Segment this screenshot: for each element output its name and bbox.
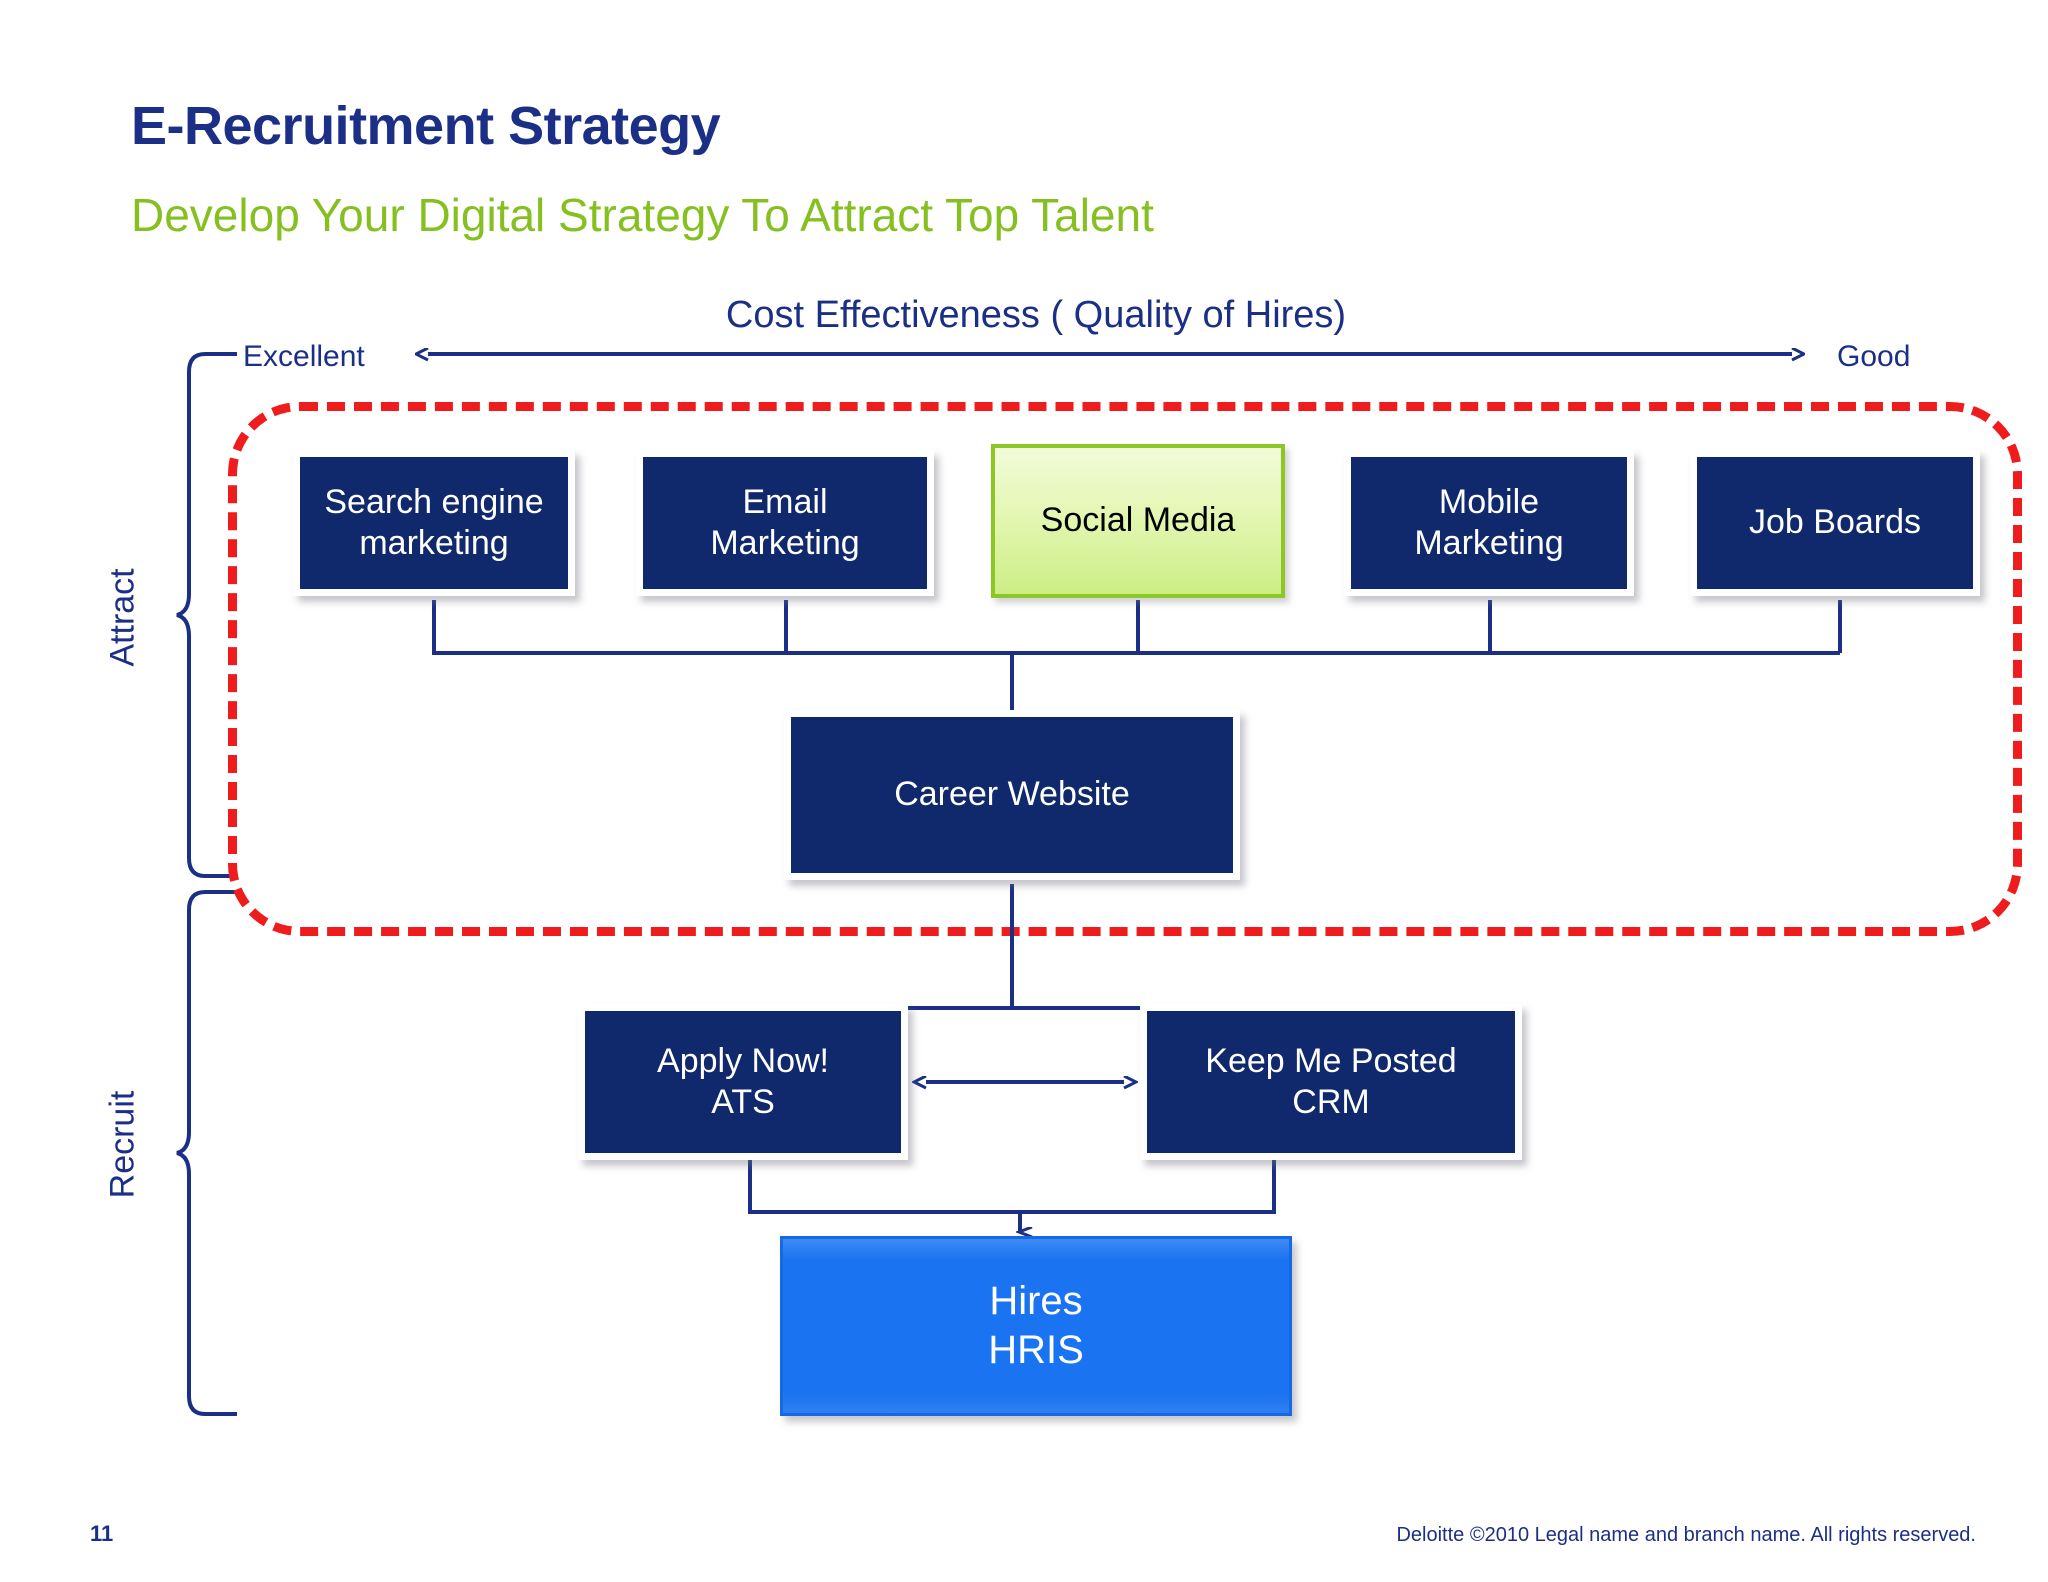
node-line-2: Marketing [1414, 524, 1564, 562]
node-mobile-marketing[interactable]: Mobile Marketing [1344, 450, 1634, 596]
node-line-1: Career Website [894, 775, 1130, 814]
axis-label-excellent: Excellent [243, 340, 365, 373]
node-apply-now-ats[interactable]: Apply Now! ATS [578, 1004, 908, 1160]
phase-label-attract: Attract [103, 568, 142, 667]
node-line-2: CRM [1292, 1083, 1370, 1121]
node-search-engine-marketing[interactable]: Search engine marketing [293, 450, 575, 596]
node-line-2: Marketing [710, 524, 860, 562]
phase-label-recruit: Recruit [103, 1090, 142, 1199]
node-line-1: Apply Now! [657, 1041, 829, 1080]
axis-label-good: Good [1837, 340, 1911, 373]
page-title: E-Recruitment Strategy [131, 96, 721, 156]
curly-brace-icon-recruit [176, 890, 237, 1416]
node-line-2: ATS [711, 1083, 775, 1121]
axis-title: Cost Effectiveness ( Quality of Hires) [725, 294, 1347, 336]
node-social-media[interactable]: Social Media [991, 444, 1285, 598]
node-career-website[interactable]: Career Website [784, 710, 1240, 880]
node-line-1: Social Media [1040, 501, 1236, 540]
footer-legal-notice: Deloitte ©2010 Legal name and branch nam… [1396, 1524, 1976, 1546]
double-headed-arrow-icon [410, 336, 1810, 372]
node-keep-me-posted-crm[interactable]: Keep Me Posted CRM [1140, 1004, 1522, 1160]
node-line-1: Email [742, 482, 828, 521]
node-email-marketing[interactable]: Email Marketing [636, 450, 934, 596]
curly-brace-icon-attract [176, 352, 237, 878]
node-job-boards[interactable]: Job Boards [1690, 450, 1980, 596]
node-line-1: Mobile [1438, 482, 1540, 521]
attract-zone-outline [228, 402, 2022, 936]
node-line-1: Job Boards [1749, 503, 1921, 542]
node-line-1: Keep Me Posted [1205, 1041, 1457, 1080]
node-line-2: HRIS [988, 1328, 1084, 1372]
page-subtitle: Develop Your Digital Strategy To Attract… [131, 189, 1154, 241]
node-hires-hris[interactable]: Hires HRIS [780, 1236, 1292, 1416]
node-line-1: Hires [989, 1279, 1083, 1324]
node-line-1: Search engine [324, 482, 544, 521]
footer-page-number: 11 [90, 1521, 114, 1546]
node-line-2: marketing [359, 524, 509, 562]
